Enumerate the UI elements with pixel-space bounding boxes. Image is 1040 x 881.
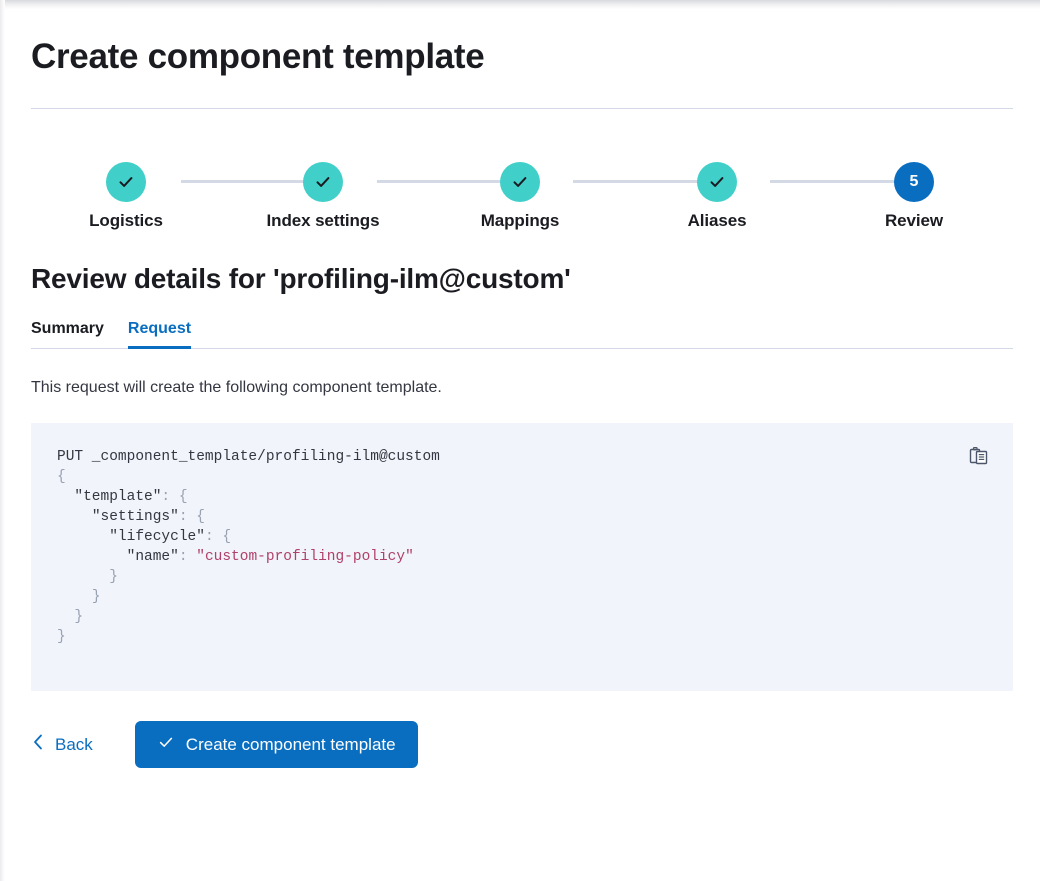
review-tabs: Summary Request xyxy=(31,320,1013,349)
create-component-template-button[interactable]: Create component template xyxy=(134,721,418,768)
check-icon xyxy=(313,172,333,192)
wizard-footer: Back Create component template xyxy=(31,721,1009,768)
step-number: 5 xyxy=(909,173,919,190)
step-indicator-complete xyxy=(303,162,343,202)
title-divider xyxy=(31,108,1013,109)
step-index-settings[interactable]: Index settings xyxy=(228,162,418,231)
create-component-template-button-label: Create component template xyxy=(185,734,396,754)
tab-request[interactable]: Request xyxy=(127,320,192,349)
request-method-line: PUT _component_template/profiling-ilm@cu… xyxy=(57,449,440,465)
json-key-settings: "settings" xyxy=(91,509,179,525)
chevron-left-icon xyxy=(31,733,45,756)
copy-request-button[interactable] xyxy=(965,443,993,471)
step-label: Aliases xyxy=(687,211,747,230)
copy-clipboard-icon xyxy=(968,445,990,470)
check-icon xyxy=(157,733,175,756)
check-icon xyxy=(116,172,136,192)
step-label: Index settings xyxy=(266,211,380,230)
stepper-connector-2 xyxy=(377,180,533,183)
step-label: Review xyxy=(885,211,943,230)
json-key-name: "name" xyxy=(126,549,179,565)
step-label: Mappings xyxy=(480,211,560,230)
step-mappings[interactable]: Mappings xyxy=(425,162,615,231)
step-indicator-complete xyxy=(697,162,737,202)
step-indicator-complete xyxy=(500,162,540,202)
request-intro-text: This request will create the following c… xyxy=(31,379,442,396)
step-aliases[interactable]: Aliases xyxy=(622,162,812,231)
request-code-panel: PUT _component_template/profiling-ilm@cu… xyxy=(31,423,1013,691)
request-code-block: PUT _component_template/profiling-ilm@cu… xyxy=(57,449,440,645)
stepper-connector-4 xyxy=(770,180,926,183)
tab-summary[interactable]: Summary xyxy=(31,320,104,348)
page-title: Create component template xyxy=(31,37,485,76)
stepper-connector-3 xyxy=(573,180,729,183)
json-key-template: "template" xyxy=(74,489,162,505)
check-icon xyxy=(510,172,530,192)
step-indicator-current: 5 xyxy=(894,162,934,202)
wizard-stepper: Logistics Index settings Mappings xyxy=(31,162,1009,240)
step-review[interactable]: 5 Review xyxy=(819,162,1009,231)
step-logistics[interactable]: Logistics xyxy=(31,162,221,231)
back-button[interactable]: Back xyxy=(31,733,93,756)
step-label: Logistics xyxy=(89,211,163,230)
review-heading: Review details for 'profiling-ilm@custom… xyxy=(31,263,571,294)
check-icon xyxy=(707,172,727,192)
json-key-lifecycle: "lifecycle" xyxy=(109,529,205,545)
json-value-policy-name: "custom-profiling-policy" xyxy=(196,549,414,565)
stepper-connector-1 xyxy=(181,180,337,183)
step-indicator-complete xyxy=(106,162,146,202)
back-button-label: Back xyxy=(55,734,93,754)
